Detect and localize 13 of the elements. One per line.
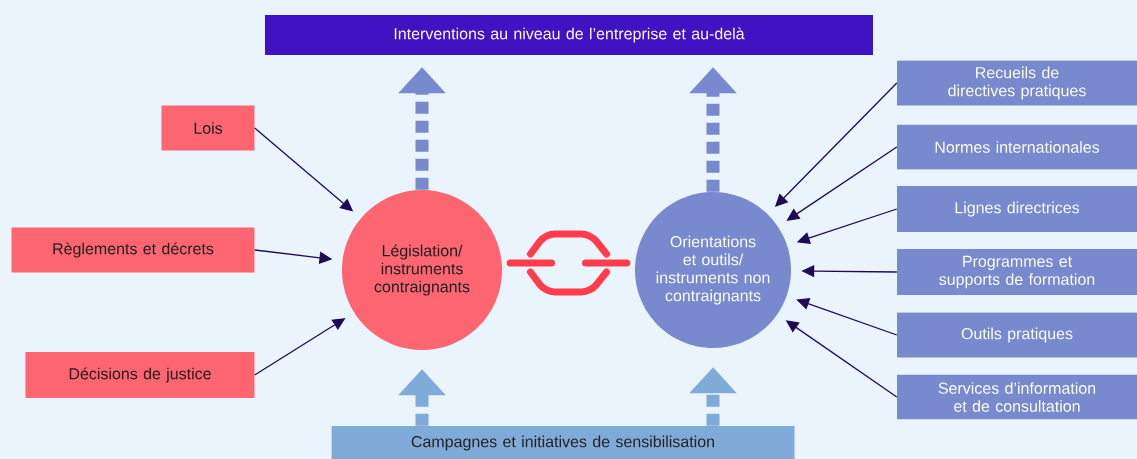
tool-box: Services d’information et de consultation (897, 374, 1137, 420)
chain-link-connector (506, 230, 631, 296)
campaign-box: Campagnes et initiatives de sensibilisation (331, 426, 795, 459)
source-box: Lois (161, 105, 255, 151)
arrow (786, 146, 898, 221)
tool-box: Outils pratiques (897, 312, 1137, 358)
source-box: Décisions de justice (25, 352, 255, 398)
heading-box: Interventions au niveau de l’entreprise et au-delà (265, 15, 873, 55)
source-box: Règlements et décrets (11, 227, 255, 273)
tool-box: Programmes et supports de formation (897, 249, 1137, 295)
tool-box: Normes internationales (897, 124, 1137, 170)
tool-box: Recueils de directives pratiques (897, 60, 1137, 106)
tool-box: Lignes directrices (897, 186, 1137, 232)
